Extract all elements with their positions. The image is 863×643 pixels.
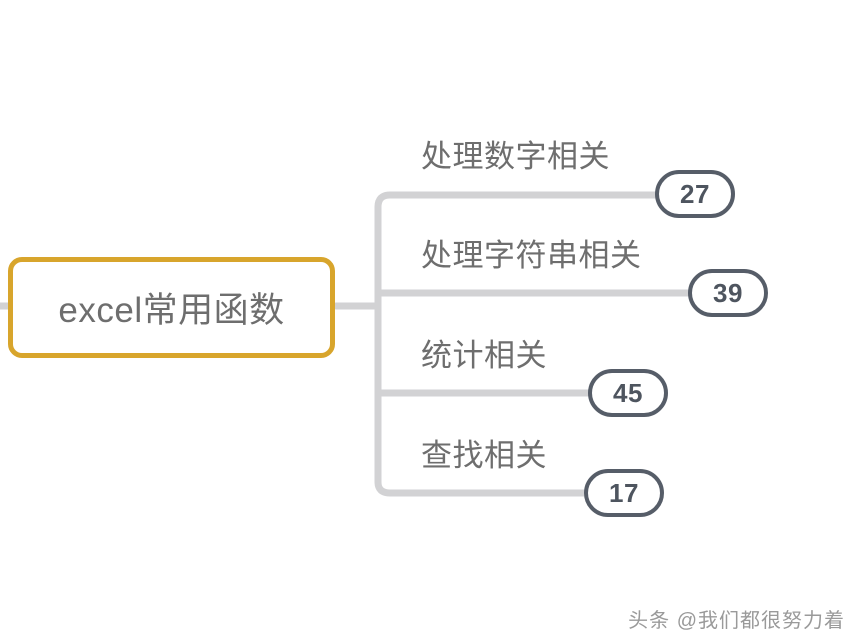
branch-count-value-3: 45 — [613, 377, 643, 408]
branch-count-badge-2[interactable]: 39 — [688, 269, 768, 317]
branch-label-2[interactable]: 处理字符串相关 — [421, 238, 642, 273]
root-node-label: excel常用函数 — [58, 291, 285, 330]
branch-count-value-4: 17 — [609, 477, 639, 508]
branch-label-4[interactable]: 查找相关 — [421, 438, 547, 473]
branch-count-badge-4[interactable]: 17 — [584, 469, 664, 517]
watermark: 头条 @我们都很努力着 — [628, 610, 845, 632]
root-node[interactable]: excel常用函数 — [8, 257, 335, 358]
branch-label-3[interactable]: 统计相关 — [421, 338, 547, 373]
branch-count-badge-1[interactable]: 27 — [655, 170, 735, 218]
branch-count-value-2: 39 — [713, 277, 743, 308]
connector-branch-4 — [374, 478, 598, 497]
branch-label-1[interactable]: 处理数字相关 — [421, 139, 610, 174]
branch-count-value-1: 27 — [680, 178, 710, 209]
connector-branch-1 — [374, 191, 668, 211]
branch-count-badge-3[interactable]: 45 — [588, 369, 668, 417]
